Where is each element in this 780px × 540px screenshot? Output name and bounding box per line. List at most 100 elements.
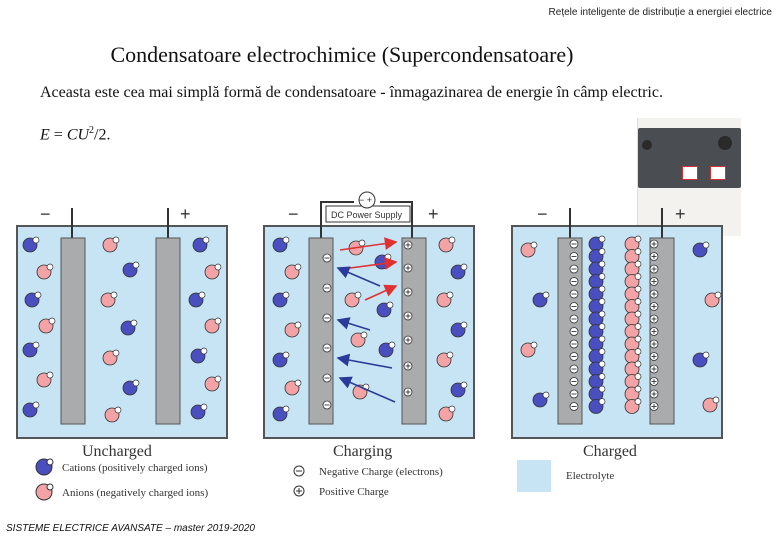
wire-neg <box>320 201 354 238</box>
negative-charge-icon <box>322 313 332 323</box>
anion-icon <box>624 373 642 389</box>
slide-title: Condensatoare electrochimice (Superconde… <box>0 42 780 68</box>
cell-uncharged: − + Uncharged <box>16 204 228 460</box>
cation-icon <box>532 291 550 308</box>
anion-icon <box>436 291 454 308</box>
electrode-left <box>308 237 334 425</box>
anion-icon <box>520 341 538 358</box>
cation-icon <box>450 263 468 280</box>
positive-charge-icon <box>649 252 659 261</box>
negative-charge-icon <box>569 277 579 286</box>
anion-icon <box>100 291 118 308</box>
anion-icon <box>624 398 642 414</box>
negative-charge-icon <box>322 400 332 410</box>
positive-charge-icon <box>649 402 659 411</box>
electron-flow-arrow <box>339 237 398 251</box>
negative-charge-icon <box>569 264 579 274</box>
anion-icon <box>520 241 538 258</box>
legend-cations: Cations (positively charged ions) <box>62 462 208 474</box>
pos-sign: + <box>675 204 686 224</box>
footer-text: SISTEME ELECTRICE AVANSATE – master 2019… <box>6 523 255 534</box>
cation-icon <box>192 236 210 253</box>
cation-icon <box>588 360 606 377</box>
anion-icon <box>624 348 642 364</box>
cation-icon <box>22 236 40 253</box>
pos-sign: + <box>180 204 191 224</box>
header-title: Rețele inteligente de distribuție a ener… <box>548 7 772 18</box>
positive-charge-icon <box>649 364 659 374</box>
ion-flow-arrow <box>336 266 381 287</box>
negative-charge-icon <box>569 302 579 311</box>
anion-icon <box>438 236 456 253</box>
formula-eq: = <box>49 126 67 144</box>
cation-icon <box>588 285 606 302</box>
anion-icon <box>344 291 362 308</box>
anion-icon <box>284 379 302 396</box>
anion-icon <box>624 323 642 339</box>
positive-charge-icon <box>403 263 413 273</box>
anion-icon <box>624 248 642 264</box>
positive-charge-icon <box>293 485 305 497</box>
terminal-post <box>718 136 732 150</box>
device-label <box>682 166 698 180</box>
formula-exponent: 2 <box>89 125 95 136</box>
anion-icon <box>204 263 222 280</box>
device-label-2 <box>710 166 726 180</box>
anion-icon <box>624 273 642 289</box>
negative-charge-icon <box>322 283 332 293</box>
positive-charge-icon <box>649 302 659 311</box>
cation-icon <box>588 398 606 414</box>
legend-anions: Anions (negatively charged ions) <box>62 487 208 499</box>
negative-charge-icon <box>569 314 579 324</box>
legend: Cations (positively charged ions) Anions… <box>35 458 614 501</box>
supply-polarity: − + <box>359 195 372 205</box>
positive-charge-icon <box>403 335 413 345</box>
anion-icon <box>436 351 454 368</box>
anion-icon <box>36 263 54 280</box>
legend-cation-icon <box>35 458 54 476</box>
positive-charge-icon <box>403 287 413 297</box>
supply-polarity-icon <box>358 191 376 209</box>
cation-icon <box>272 236 290 253</box>
cell-charged: − + Charged <box>511 204 723 460</box>
cation-icon <box>272 351 290 368</box>
negative-charge-icon <box>569 252 579 261</box>
state-label: Uncharged <box>82 443 152 460</box>
cation-icon <box>376 301 394 318</box>
anion-icon <box>38 317 56 334</box>
positive-charge-icon <box>649 239 659 249</box>
terminal-post-left <box>642 140 652 150</box>
negative-charge-icon <box>293 465 305 477</box>
formula-var: CU <box>66 126 90 144</box>
legend-negative-charge: Negative Charge (electrons) <box>319 466 443 478</box>
positive-charge-icon <box>649 277 659 286</box>
anion-icon <box>204 317 222 334</box>
ions <box>520 235 722 414</box>
state-label: Charging <box>333 443 392 460</box>
electrolyte-swatch <box>517 460 551 492</box>
cation-icon <box>588 348 606 364</box>
anion-icon <box>102 349 120 366</box>
formula-lhs: E <box>40 126 50 144</box>
cation-icon <box>122 261 140 278</box>
cation-icon <box>188 291 206 308</box>
cation-icon <box>588 335 606 352</box>
positive-charge-icon <box>649 264 659 274</box>
anion-icon <box>350 331 368 348</box>
positive-charge-icon <box>649 339 659 349</box>
cation-icon <box>122 379 140 396</box>
cation-icon <box>120 319 138 336</box>
anion-icon <box>102 236 120 253</box>
negative-charge-icon <box>569 377 579 386</box>
legend-anion-icon <box>35 483 54 501</box>
cation-icon <box>24 291 42 308</box>
anion-icon <box>284 263 302 280</box>
supercapacitor-photo <box>637 118 741 236</box>
cation-icon <box>588 273 606 289</box>
negative-charge-icon <box>322 253 332 263</box>
negative-charge-icon <box>322 373 332 383</box>
negative-charge-icon <box>569 389 579 399</box>
ion-flow-arrow <box>338 376 396 403</box>
positive-charge-icon <box>403 311 413 321</box>
